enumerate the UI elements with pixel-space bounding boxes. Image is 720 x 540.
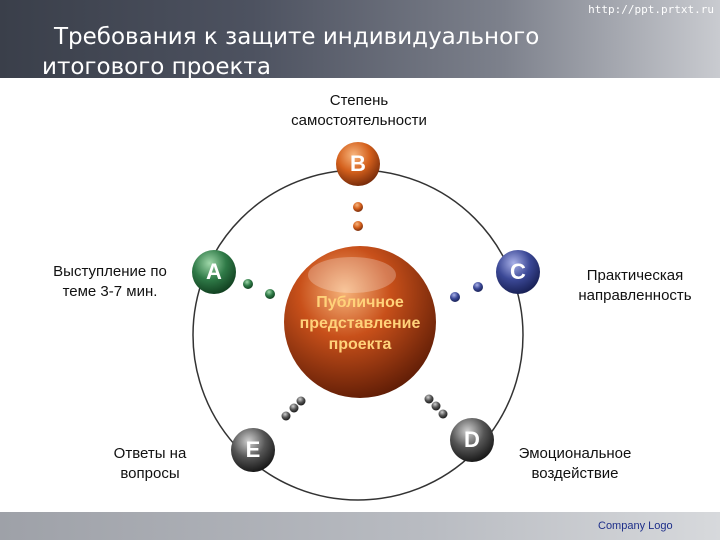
- node-c-sphere: [496, 250, 540, 294]
- connector-dots-c: [450, 282, 483, 302]
- connector-dots-e: [281, 396, 306, 421]
- center-label: Публичное представление проекта: [276, 292, 444, 355]
- header-url[interactable]: http://ppt.prtxt.ru: [588, 3, 714, 16]
- node-a-label-line: теме 3-7 мин.: [62, 283, 158, 300]
- company-logo: Company Logo: [598, 520, 673, 532]
- node-d-label-line: Эмоциональное: [518, 445, 632, 462]
- node-a-label: Выступление по теме 3-7 мин.: [20, 262, 200, 302]
- connector-dots-a: [243, 279, 275, 299]
- node-b-label-line: самостоятельности: [291, 112, 427, 129]
- node-a-label-line: Выступление по: [53, 263, 167, 280]
- node-b-sphere: [336, 142, 380, 186]
- node-c-letter: C: [510, 259, 526, 284]
- node-c-label-line: направленность: [578, 287, 692, 304]
- slide-title-line-2: итогового проекта: [42, 54, 271, 80]
- node-b-label-line: Степень: [329, 92, 389, 109]
- center-label-line: представление: [299, 315, 421, 332]
- slide-title-line-1: Требования к защите индивидуального: [54, 24, 540, 50]
- node-e-label: Ответы на вопросы: [70, 444, 230, 484]
- node-b-label: Степень самостоятельности: [264, 91, 454, 131]
- center-label-line: проекта: [328, 336, 392, 353]
- node-a-sphere: [192, 250, 236, 294]
- slide-title: Требования к защите индивидуального итог…: [42, 22, 539, 82]
- header-banner: http://ppt.prtxt.ru Требования к защите …: [0, 0, 720, 80]
- center-sphere: [284, 246, 436, 398]
- node-e-label-line: Ответы на: [113, 445, 187, 462]
- footer-bar: Company Logo: [0, 512, 720, 540]
- node-d-letter: D: [464, 427, 480, 452]
- node-e-letter: E: [245, 437, 261, 462]
- node-c-label-line: Практическая: [586, 267, 684, 284]
- node-b-letter: B: [350, 151, 366, 176]
- connector-dots-b: [353, 202, 363, 231]
- node-e-sphere: [231, 428, 275, 472]
- node-d-label: Эмоциональное воздействие: [490, 444, 660, 484]
- node-c-label: Практическая направленность: [550, 266, 720, 306]
- node-d-sphere: [450, 418, 494, 462]
- connector-dots-d: [424, 394, 448, 419]
- node-a-letter: A: [206, 259, 222, 284]
- node-d-label-line: воздействие: [531, 465, 619, 482]
- center-label-line: Публичное: [316, 294, 404, 311]
- node-e-label-line: вопросы: [120, 465, 180, 482]
